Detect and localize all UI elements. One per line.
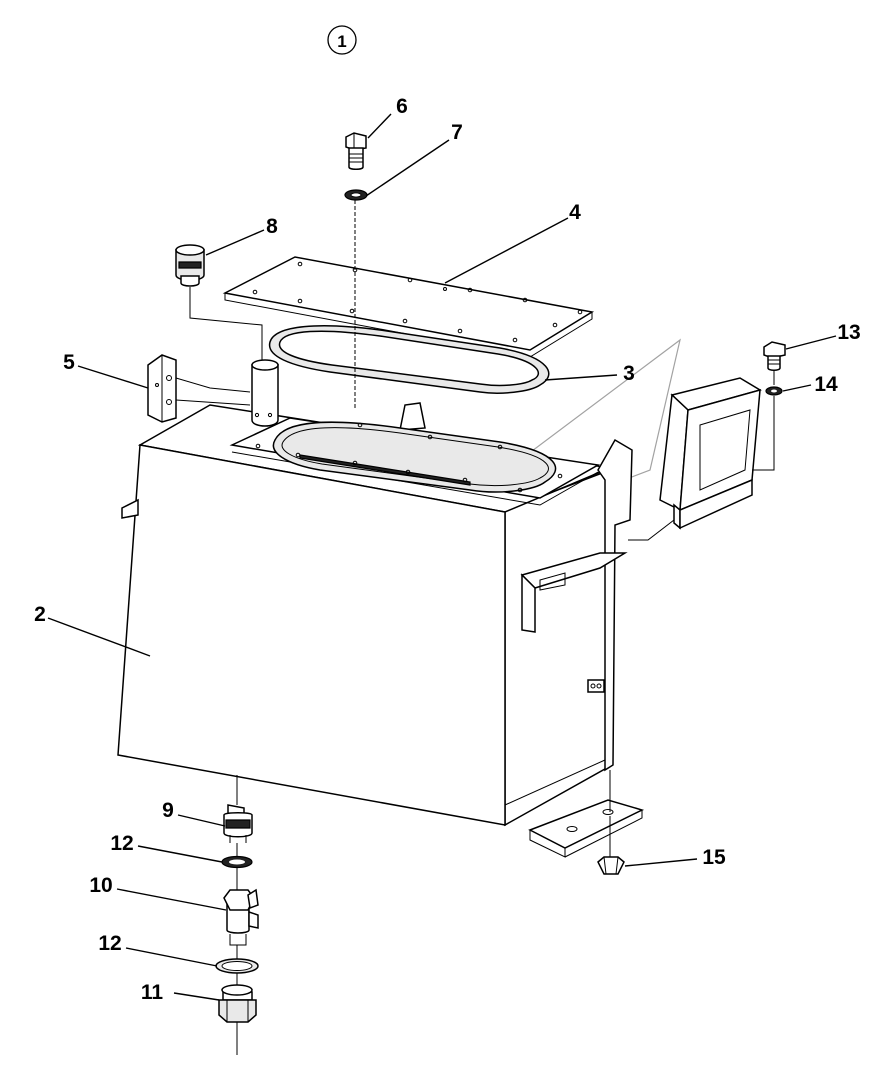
callout-10: 10 <box>89 874 112 897</box>
callout-11: 11 <box>141 981 164 1004</box>
gasket <box>268 325 550 394</box>
callout-7: 7 <box>451 121 463 144</box>
filler-cap <box>175 244 205 287</box>
bracket <box>147 354 177 423</box>
callout-12-lower: 12 <box>98 932 121 955</box>
seal-ring-lower <box>215 958 259 974</box>
washer <box>344 189 368 201</box>
tank-body <box>117 359 645 858</box>
callout-15: 15 <box>702 846 726 869</box>
drain-plug <box>218 984 257 1023</box>
seal-ring-upper <box>221 855 253 869</box>
callout-2: 2 <box>34 603 46 626</box>
drain-valve <box>223 888 259 946</box>
nut <box>597 856 625 875</box>
callout-labels: 6 7 4 8 5 3 13 14 2 9 12 10 12 11 15 <box>34 95 861 1004</box>
side-bolt <box>763 341 786 371</box>
side-washer <box>765 386 783 396</box>
callout-8: 8 <box>266 215 278 238</box>
callout-9: 9 <box>162 799 174 822</box>
bolt <box>345 132 367 170</box>
callout-3: 3 <box>623 362 635 385</box>
adapter-fitting <box>223 804 253 843</box>
callout-5: 5 <box>63 351 75 374</box>
callout-14: 14 <box>814 373 838 396</box>
callout-6: 6 <box>396 95 408 118</box>
leader-lines <box>47 113 837 1001</box>
assembly-lines <box>175 200 775 1055</box>
callout-13: 13 <box>837 321 860 344</box>
assembly-callout: 1 <box>327 25 357 55</box>
callout-12-upper: 12 <box>110 832 133 855</box>
side-cover-box <box>659 377 762 530</box>
callout-4: 4 <box>569 201 581 224</box>
assembly-number: 1 <box>337 32 346 51</box>
